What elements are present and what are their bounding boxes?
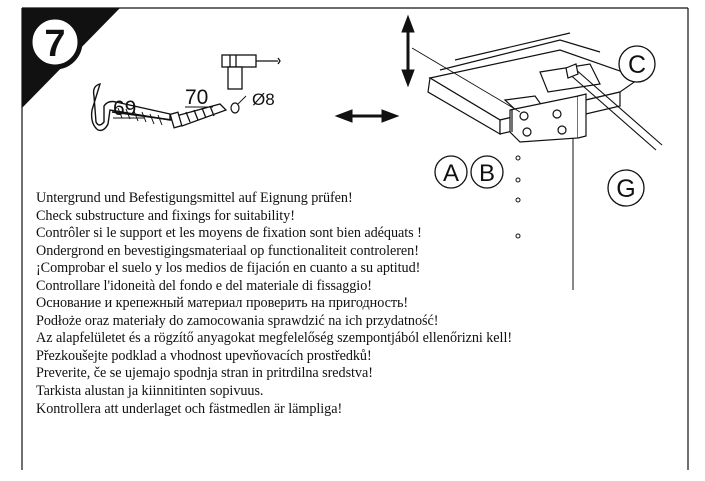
drill-diameter: Ø8 xyxy=(252,90,275,109)
callout-g: G xyxy=(607,169,645,207)
instruction-de: Untergrund und Befestigungsmittel auf Ei… xyxy=(36,190,353,206)
bracket-assembly xyxy=(411,32,663,290)
instruction-sv: Kontrollera att underlaget och fästmedle… xyxy=(36,400,343,417)
svg-text:C: C xyxy=(628,51,646,79)
instruction-it: Controllare l'idoneità del fondo e del m… xyxy=(36,277,372,294)
svg-text:G: G xyxy=(616,175,635,203)
instruction-en: Check substructure and fixings for suita… xyxy=(36,207,295,224)
instruction-nl: Ondergrond en bevestigingsmateriaal op f… xyxy=(36,242,419,259)
svg-text:B: B xyxy=(479,160,495,187)
screw-hook-icon xyxy=(90,83,173,132)
instruction-sl: Preverite, če se ujemajo spodnja stran i… xyxy=(36,365,373,382)
vertical-arrow-icon xyxy=(401,14,415,88)
drill-hole-markers xyxy=(515,155,521,239)
instruction-fi: Tarkista alustan ja kiinnitinten sopivuu… xyxy=(36,383,264,400)
step-badge: 7 xyxy=(22,8,120,108)
svg-text:A: A xyxy=(443,160,459,187)
callout-a: A xyxy=(434,155,468,189)
instruction-es: ¡Comprobar el suelo y los medios de fija… xyxy=(36,260,421,277)
instruction-text-list: Untergrund und Befestigungsmittel auf Ei… xyxy=(36,190,686,418)
horizontal-arrow-icon xyxy=(334,109,400,123)
callout-c: C xyxy=(618,45,656,83)
instruction-hu: Az alapfelületet és a rögzítő anyagokat … xyxy=(36,330,513,347)
instruction-pl: Podłoże oraz materiały do zamocowania sp… xyxy=(36,312,439,329)
step-number: 7 xyxy=(44,23,65,65)
callout-b: B xyxy=(470,155,504,189)
instruction-fr: Contrôler si le support et les moyens de… xyxy=(36,225,422,242)
wall-plug-icon xyxy=(169,103,228,129)
washer-icon xyxy=(230,102,240,114)
part-number-69: 69 xyxy=(113,97,136,120)
drill-icon xyxy=(221,54,281,90)
instruction-ru: Основание и крепежный материал проверить… xyxy=(36,295,409,312)
part-number-70: 70 xyxy=(185,86,208,109)
instruction-cs: Přezkoušejte podklad a vhodnost upevňova… xyxy=(36,347,372,364)
